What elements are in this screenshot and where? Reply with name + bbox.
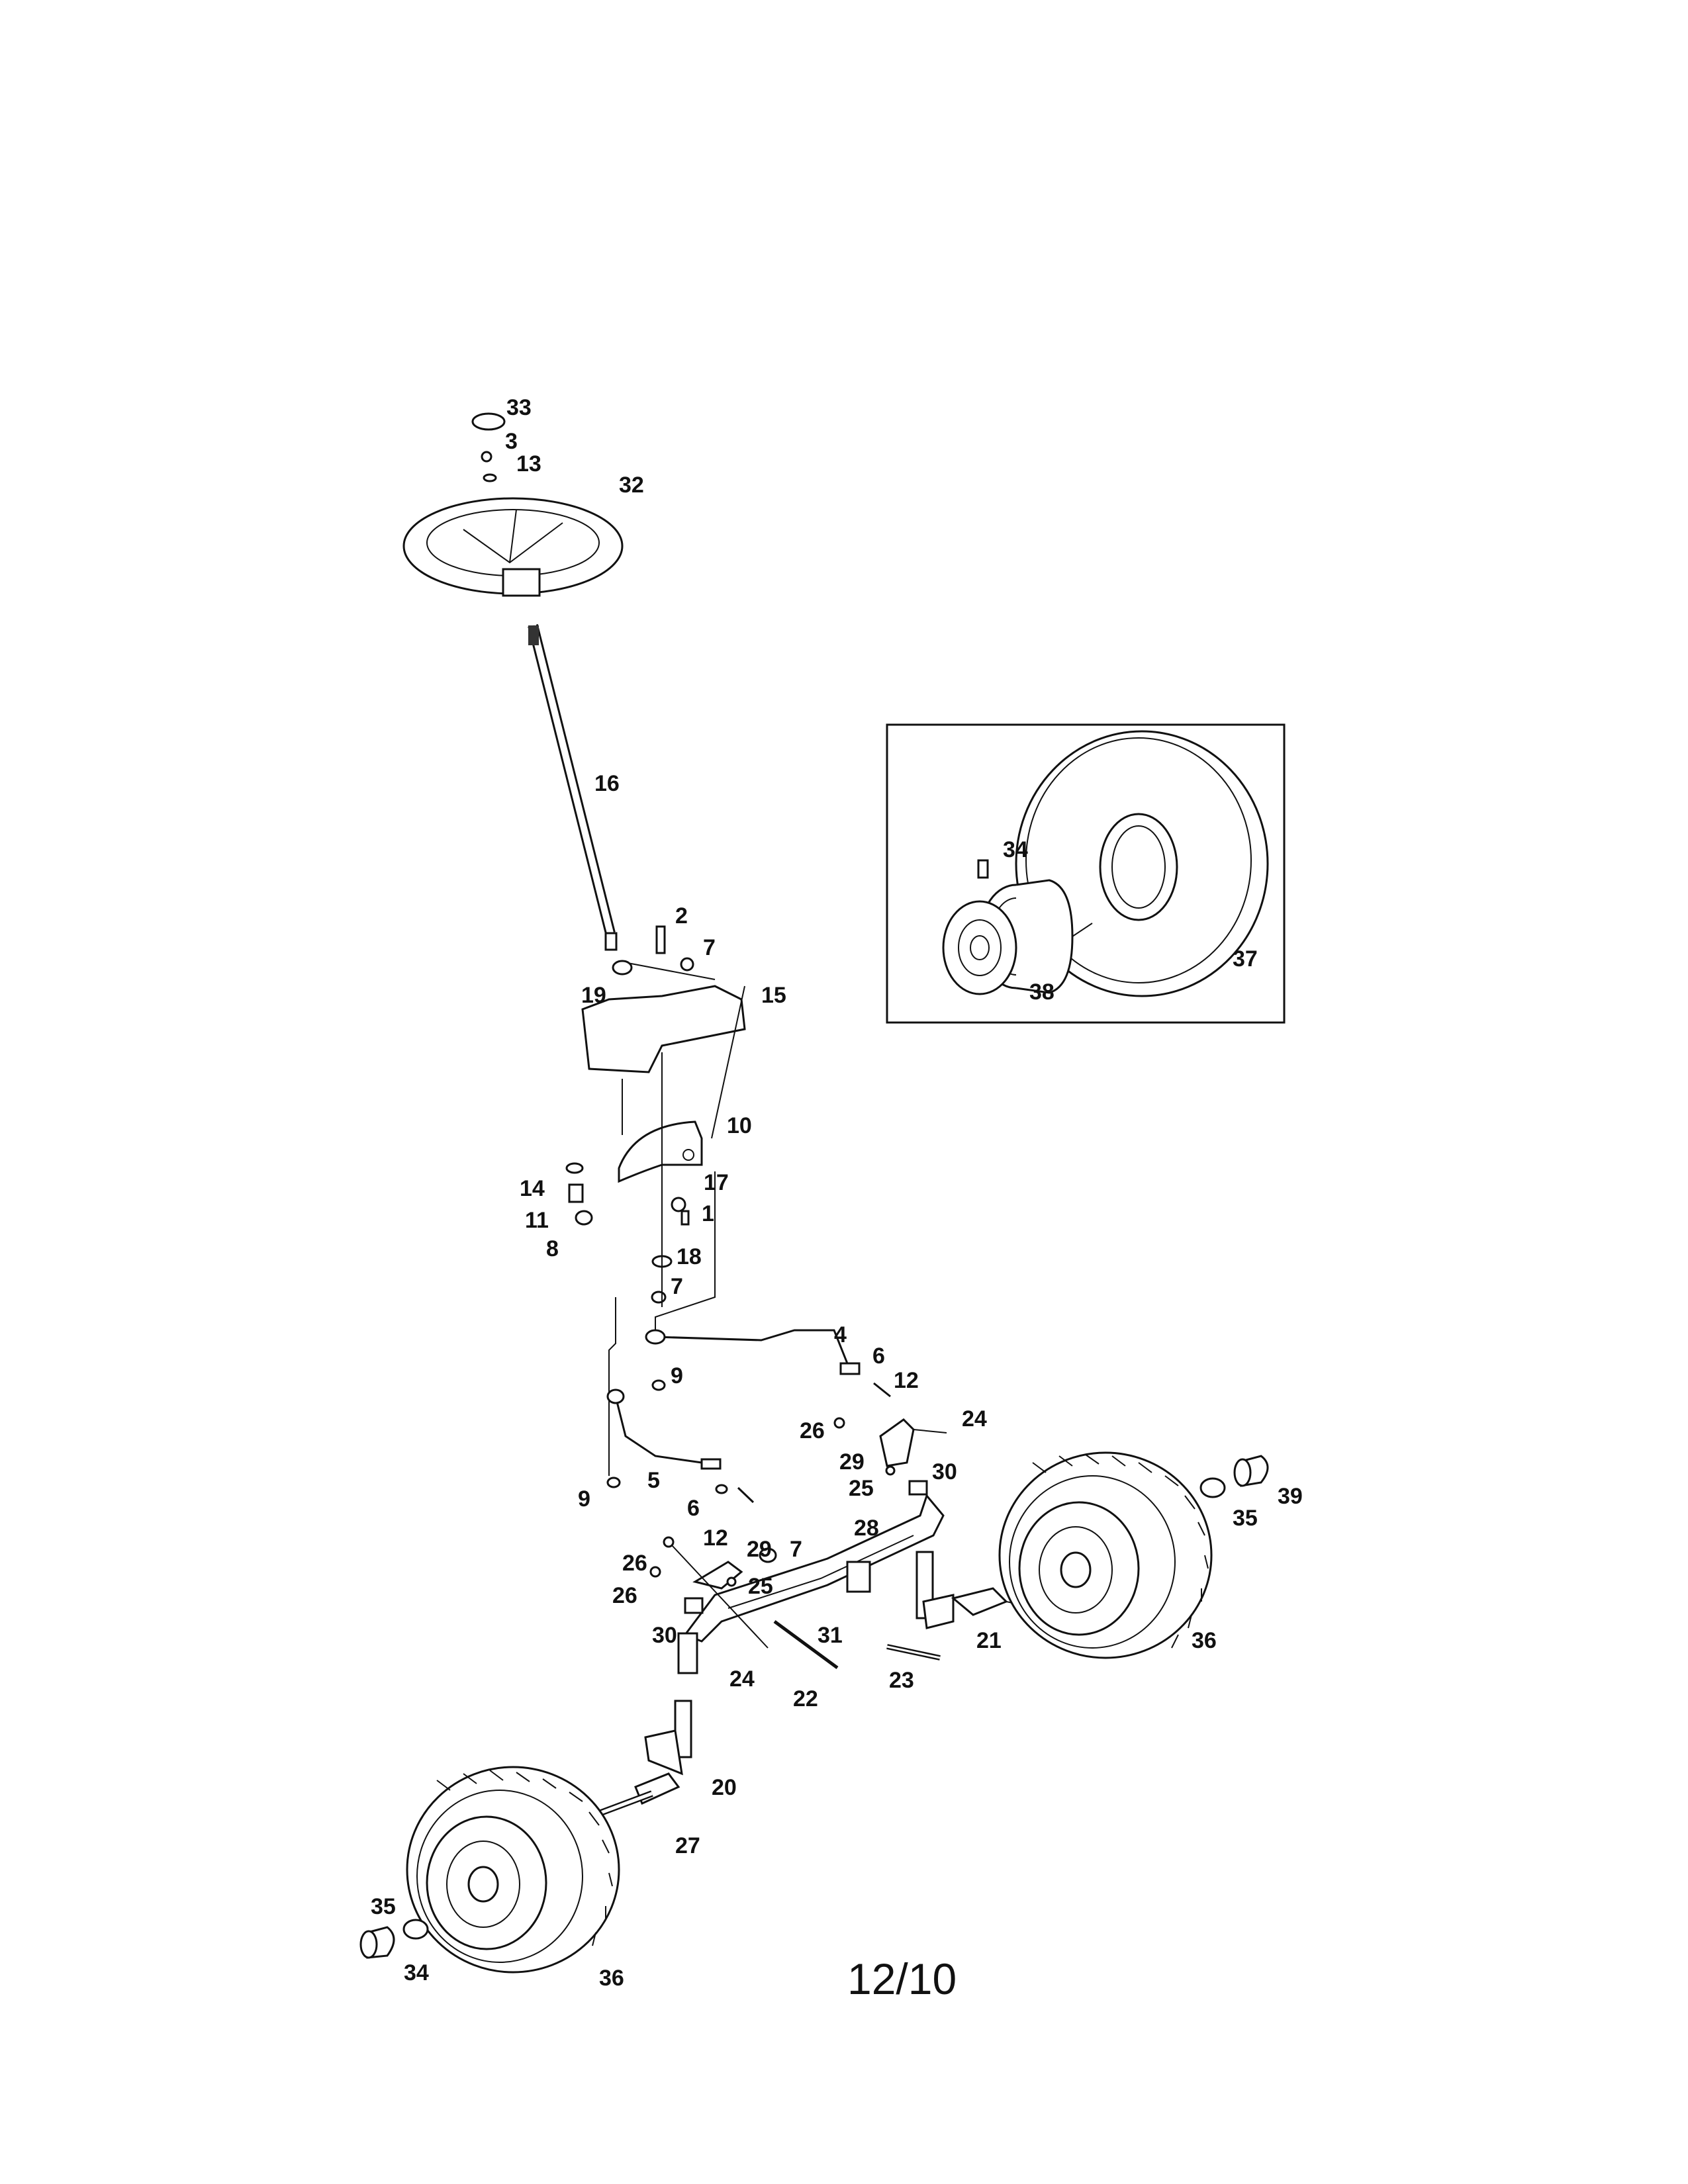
tie-rod xyxy=(606,1388,755,1504)
callout-1: 1 xyxy=(702,1201,714,1226)
callout-22: 22 xyxy=(793,1686,818,1711)
callout-37: 37 xyxy=(1233,946,1258,972)
right-hub-cap xyxy=(1199,1455,1269,1498)
steering-shaft xyxy=(528,624,618,951)
callout-32: 32 xyxy=(619,473,644,498)
callout-4: 4 xyxy=(834,1322,847,1347)
callout-36-right: 36 xyxy=(1192,1628,1217,1653)
callout-24-right: 24 xyxy=(962,1406,987,1432)
callout-25-left: 25 xyxy=(748,1574,773,1599)
callout-16: 16 xyxy=(594,771,620,796)
callout-21: 21 xyxy=(976,1628,1002,1653)
callout-34-left: 34 xyxy=(404,1960,429,1985)
callout-3: 3 xyxy=(505,429,518,454)
callout-6-right: 6 xyxy=(872,1343,885,1369)
callout-27: 27 xyxy=(675,1833,700,1858)
callout-34-right: 39 xyxy=(1278,1484,1303,1509)
callout-19: 19 xyxy=(581,983,606,1008)
callout-33: 33 xyxy=(506,395,532,420)
callout-7-top: 7 xyxy=(703,935,716,960)
left-spindle xyxy=(598,1632,698,1817)
callout-39: 34 xyxy=(1003,837,1028,862)
callout-23: 23 xyxy=(889,1668,914,1693)
callout-30-left: 30 xyxy=(652,1623,677,1648)
callout-17: 17 xyxy=(704,1170,729,1195)
callout-13: 13 xyxy=(516,451,541,477)
steering-wheel xyxy=(402,412,624,597)
callout-28: 28 xyxy=(854,1516,879,1541)
callout-30-right: 30 xyxy=(932,1459,957,1484)
drag-link xyxy=(645,1329,891,1398)
left-front-wheel xyxy=(406,1766,620,1974)
callout-26-a: 26 xyxy=(622,1551,647,1576)
callout-36-left: 36 xyxy=(599,1966,624,1991)
callout-7-mid: 7 xyxy=(671,1274,683,1299)
callout-26-right: 26 xyxy=(800,1418,825,1443)
front-axle xyxy=(683,1493,945,1643)
left-hub-cap xyxy=(359,1919,429,1959)
left-steering-arm xyxy=(649,1536,941,1670)
callout-20: 20 xyxy=(712,1775,737,1800)
callout-38: 38 xyxy=(1029,979,1055,1005)
callout-11: 11 xyxy=(525,1208,549,1233)
callout-10: 10 xyxy=(727,1113,752,1138)
callout-5: 5 xyxy=(647,1468,660,1493)
callout-12-left: 12 xyxy=(703,1525,728,1551)
callouts: 33 3 13 32 16 2 7 19 15 10 17 14 1 11 8 … xyxy=(371,395,1303,1991)
callout-8: 8 xyxy=(546,1236,559,1261)
callout-35-right: 35 xyxy=(1233,1506,1258,1531)
explosion-lines xyxy=(608,985,745,1476)
callout-35-left: 35 xyxy=(371,1894,396,1919)
callout-24-left: 24 xyxy=(729,1666,755,1692)
callout-26-b: 26 xyxy=(612,1583,637,1608)
callout-12-right: 12 xyxy=(894,1368,919,1393)
right-front-wheel xyxy=(998,1451,1213,1659)
page-number: 12/10 xyxy=(847,1954,957,2003)
left-hardware xyxy=(565,1162,673,1304)
callout-25-right: 25 xyxy=(849,1476,874,1501)
callout-31: 31 xyxy=(818,1623,843,1648)
callout-9-mid: 9 xyxy=(671,1363,683,1388)
callout-7-low: 7 xyxy=(790,1537,802,1562)
callout-29-left: 29 xyxy=(747,1537,772,1562)
callout-18: 18 xyxy=(677,1244,702,1269)
sector-gear xyxy=(618,1120,703,1226)
callout-15: 15 xyxy=(761,983,786,1008)
callout-2: 2 xyxy=(675,903,688,929)
callout-9-left: 9 xyxy=(578,1486,590,1512)
steering-bracket xyxy=(581,925,746,1073)
right-steering-arm xyxy=(833,1417,947,1496)
wheel-detail-inset xyxy=(886,723,1286,1024)
callout-29-right: 29 xyxy=(839,1449,865,1475)
callout-14: 14 xyxy=(520,1176,545,1201)
callout-6-left: 6 xyxy=(687,1496,700,1521)
